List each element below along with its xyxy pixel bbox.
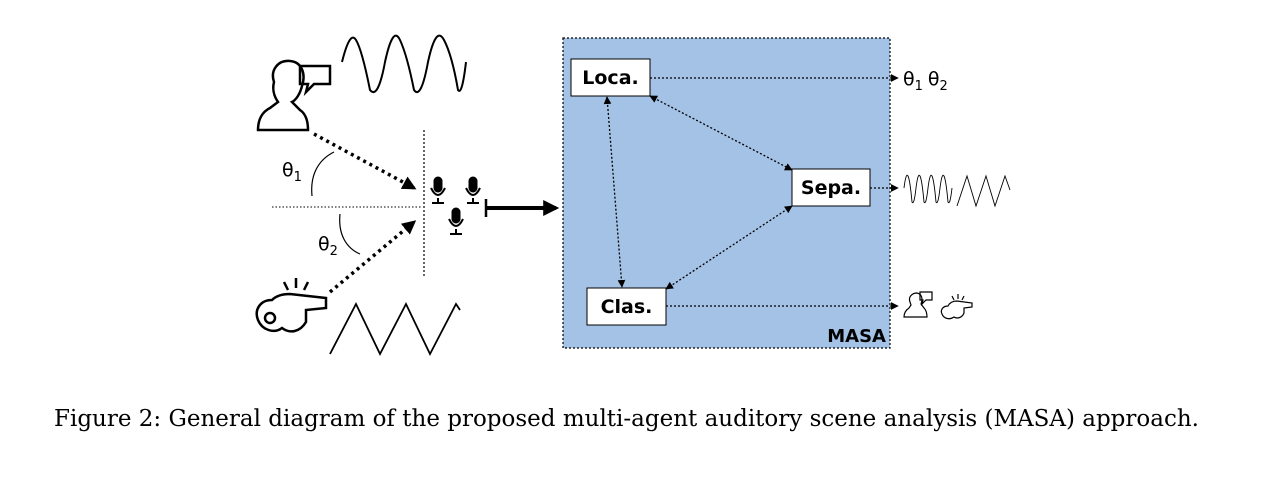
clas-sepa-link [665,205,793,290]
theta1-label: θ1 [282,159,302,185]
masa-label: MASA [827,326,886,347]
sine-wave-icon [341,34,467,93]
theta2-label: θ2 [318,233,338,259]
clas-label: Clas. [601,296,653,318]
loca-label: Loca. [582,67,638,89]
sepa-label: Sepa. [801,177,861,199]
microphone-icon [430,176,446,204]
microphone-icon [448,207,464,235]
output-person-icon [903,291,933,318]
masa-diagram: θ1 θ2 MASA Loca. [255,34,1011,357]
loca-sepa-link [649,95,793,171]
separated-triangle-wave-icon [956,174,1011,208]
microphone-array [430,176,481,235]
whistle-icon [255,278,328,333]
sepa-node: Sepa. [791,168,871,207]
speaker-person-icon [256,59,310,132]
loca-node: Loca. [570,58,651,97]
separated-sine-wave-icon [903,174,953,204]
triangle-wave-icon [329,301,461,357]
clas-node: Clas. [586,287,667,326]
source1-to-mics-arrow [313,132,417,190]
theta2-arc [339,213,361,255]
speech-bubble-icon [298,64,332,97]
microphone-icon [465,176,481,204]
figure-caption: Figure 2: General diagram of the propose… [54,406,1199,432]
output-whistle-icon [940,294,973,320]
theta1-arc [311,151,335,197]
source2-to-mics-arrow [328,220,417,294]
